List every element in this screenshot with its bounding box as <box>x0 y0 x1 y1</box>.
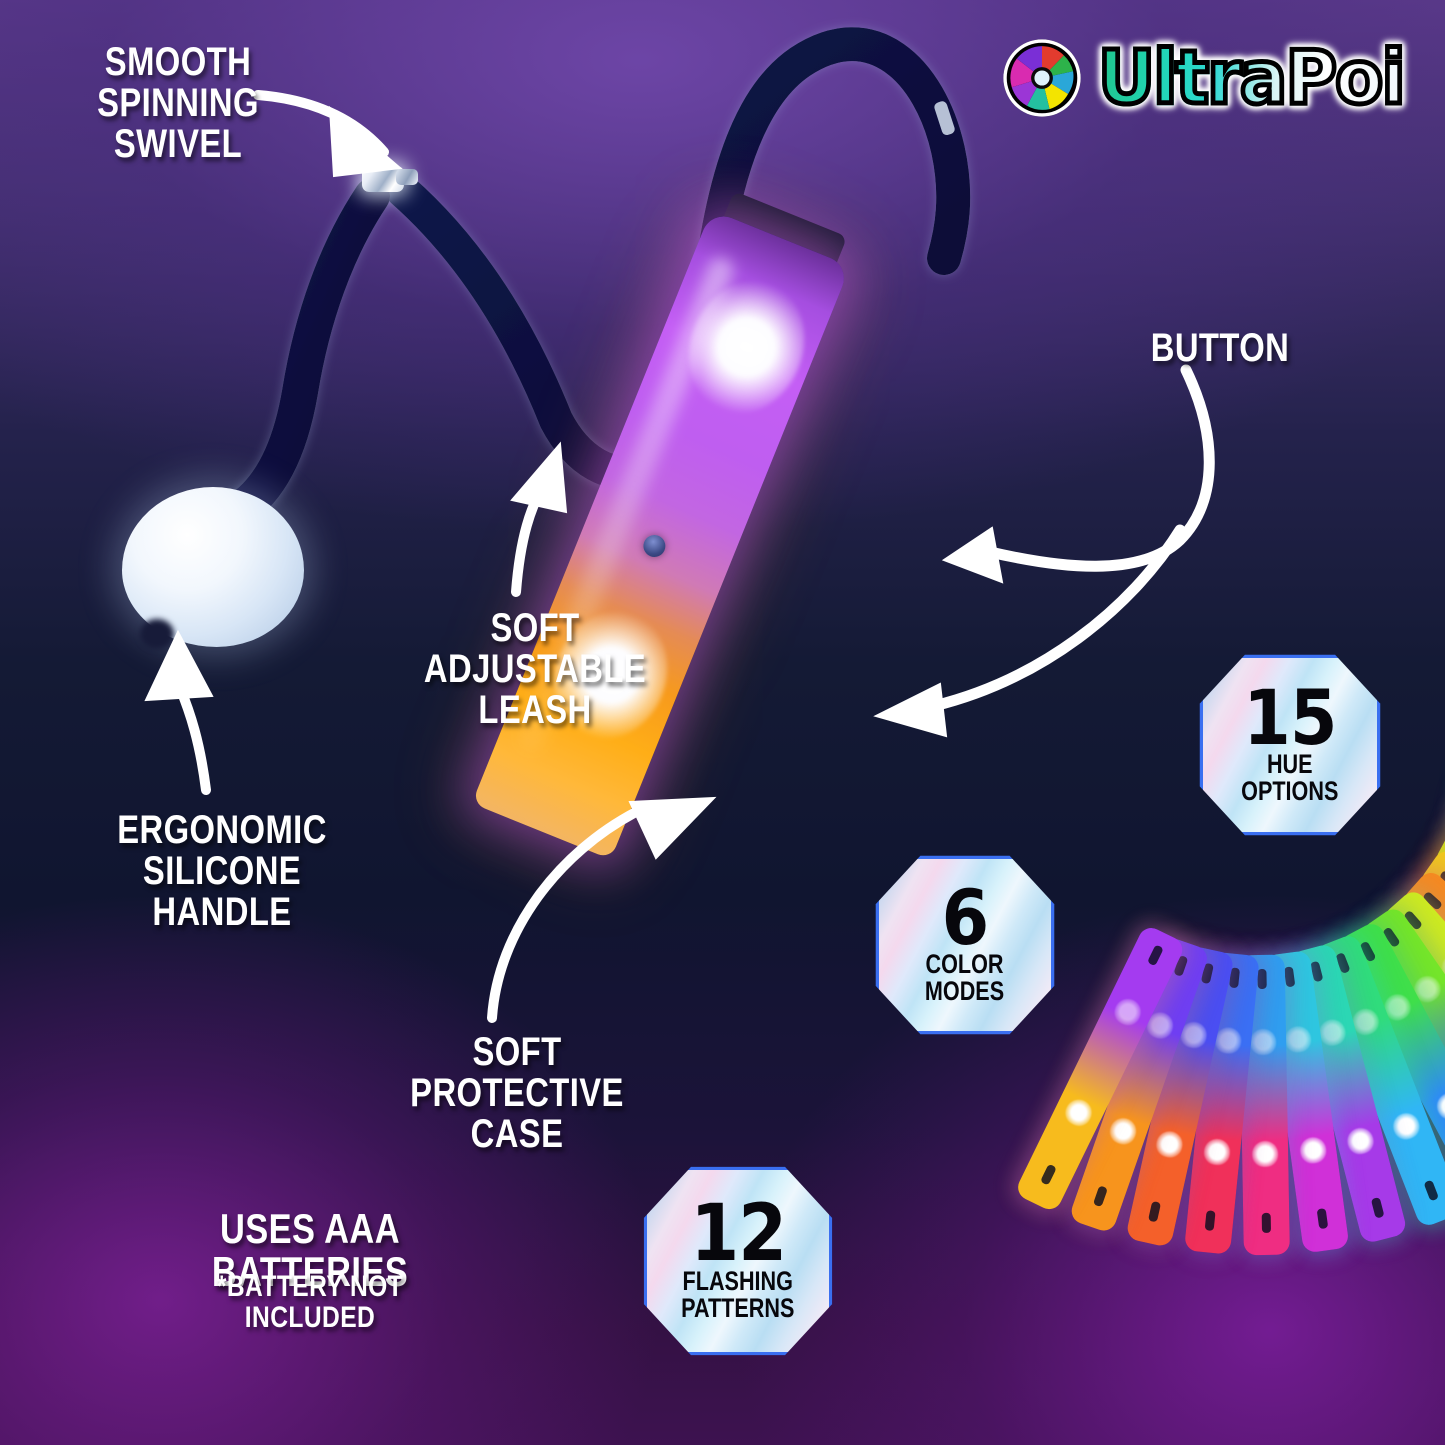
ultrapoi-logo[interactable]: UltraPoi <box>1000 32 1420 124</box>
badge-modes-number: 6 <box>941 872 990 962</box>
handle-notch <box>140 619 174 649</box>
badge-hue-number: 15 <box>1243 672 1337 762</box>
badge-patterns-number: 12 <box>690 1188 787 1279</box>
logo-wordmark: UltraPoi <box>1096 35 1408 121</box>
leash-cord-left <box>210 178 390 534</box>
cord-adjuster-band <box>934 101 955 136</box>
ergonomic-silicone-handle <box>122 487 304 649</box>
badge-patterns-caption: FLASHING PATTERNS <box>681 1266 795 1324</box>
badge-modes-caption: COLOR MODES <box>925 949 1005 1007</box>
badge-hue-caption: HUE OPTIONS <box>1241 749 1339 807</box>
rainbow-spiral-icon <box>1003 39 1081 117</box>
swivel-pin <box>396 169 418 185</box>
badge-color-modes: 6 COLOR MODES <box>875 855 1055 1035</box>
badge-hue-options: 15 HUE OPTIONS <box>1199 654 1381 836</box>
badge-flashing-patterns: 12 FLASHING PATTERNS <box>643 1166 833 1356</box>
smooth-spinning-swivel <box>358 160 422 200</box>
